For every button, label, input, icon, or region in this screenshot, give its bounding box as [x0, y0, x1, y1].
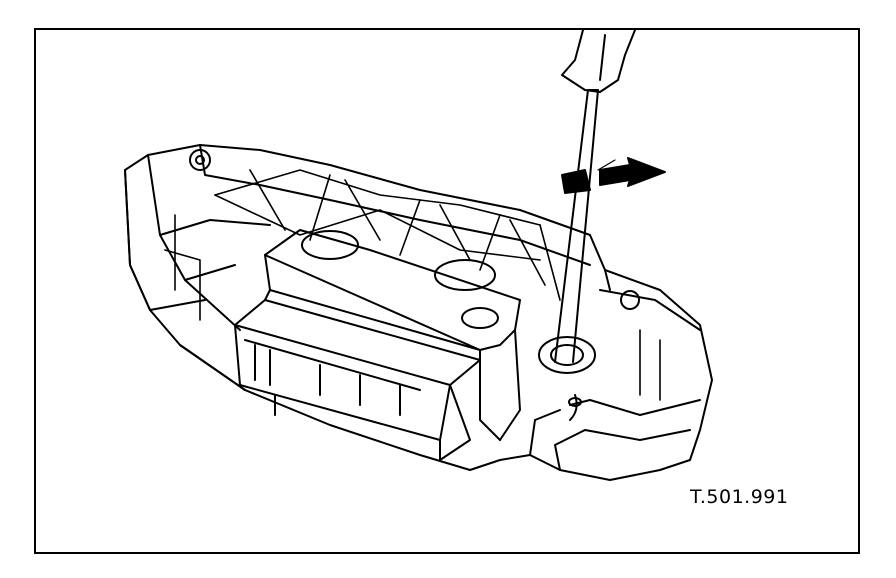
figure-frame: [34, 28, 860, 554]
reference-code: T.501.991: [690, 486, 789, 508]
housing-base: [124, 144, 713, 481]
connector-plug: [234, 289, 481, 461]
housing-ribs: [164, 169, 661, 401]
direction-arrow-icon: [561, 157, 666, 194]
screwdriver: [538, 29, 636, 374]
